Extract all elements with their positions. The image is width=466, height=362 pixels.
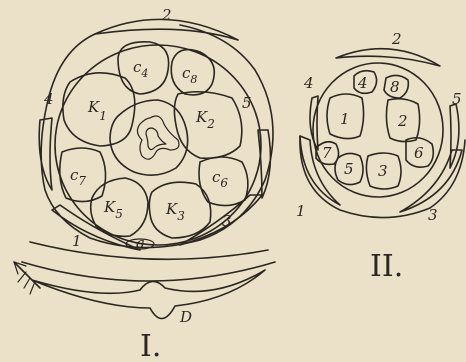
- label-outer-1: 1: [72, 232, 82, 250]
- axis-arc-lower: [22, 262, 275, 281]
- label-K1: K1: [87, 98, 107, 123]
- ii-lobe-3: [400, 150, 462, 212]
- ii-label-3: 3: [378, 162, 388, 180]
- direction-arrow: [14, 262, 40, 294]
- ii-label-1: 1: [340, 110, 350, 128]
- label-c8: c8: [182, 64, 197, 86]
- label-K2: K2: [195, 108, 215, 131]
- trefoil-core: [137, 116, 179, 159]
- label-outer-3: 3: [222, 212, 232, 230]
- ii-label-8: 8: [390, 78, 400, 96]
- label-outer-5: 5: [242, 94, 252, 112]
- ii-outer-5: 5: [452, 90, 462, 108]
- ii-outer-3: 3: [428, 206, 438, 224]
- ii-label-4: 4: [357, 74, 368, 92]
- label-bract-D: D: [179, 308, 192, 326]
- ii-label-2: 2: [397, 112, 408, 130]
- label-c7: c7: [70, 166, 86, 188]
- ii-label-6: 6: [414, 144, 424, 162]
- label-K5: K5: [103, 198, 123, 221]
- ii-lobe-1: [300, 136, 340, 205]
- ii-label-5: 5: [344, 160, 354, 178]
- figure-II-numeral: II.: [370, 249, 403, 284]
- label-c4-letter: c4: [133, 58, 148, 80]
- label-a: a: [136, 234, 145, 252]
- ii-outer-2: 2: [391, 30, 402, 48]
- figure-one: c4 c8 K1 K2 c7 c6 K5 K3 a 1 2 3 4 5 D I.: [14, 6, 275, 362]
- figure-two: 4 8 1 2 7 5 3 6 1 2 3 4 5 II.: [296, 30, 465, 284]
- label-K3: K3: [165, 200, 185, 223]
- trefoil-inner: [146, 128, 166, 150]
- ii-outer-4: 4: [303, 74, 314, 92]
- figure-I-numeral: I.: [140, 329, 161, 362]
- label-c6: c6: [212, 168, 228, 190]
- label-outer-4: 4: [43, 90, 54, 108]
- ii-lobe-5: [450, 104, 459, 168]
- lobe-3: [180, 195, 262, 245]
- ii-label-7: 7: [322, 144, 332, 162]
- label-outer-2: 2: [161, 6, 172, 24]
- bract-outline: [32, 270, 265, 319]
- ii-outer-1: 1: [296, 202, 306, 220]
